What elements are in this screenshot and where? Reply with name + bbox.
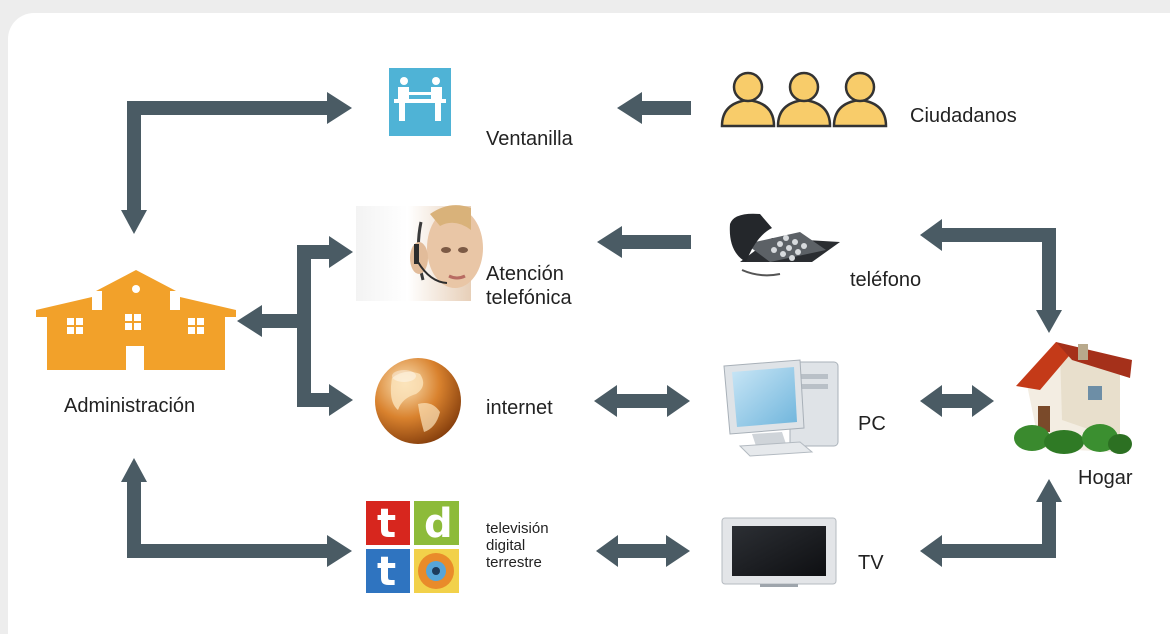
arrow-ciudadanos-ventanilla <box>617 92 691 124</box>
label-ventanilla: Ventanilla <box>486 128 573 150</box>
label-tdt-line3: terrestre <box>486 554 542 571</box>
desk-phone-icon <box>729 213 840 277</box>
tdt-letter-t2: t <box>377 549 396 595</box>
arrow-internet-pc <box>594 385 690 417</box>
arrow-pc-hogar <box>920 385 994 417</box>
label-tdt-line1: televisión <box>486 520 549 537</box>
house-icon <box>1014 342 1132 454</box>
label-ciudadanos: Ciudadanos <box>910 105 1017 127</box>
label-atencion-line1: Atención <box>486 263 564 285</box>
label-telefono: teléfono <box>850 269 922 291</box>
arrow-admin-ventanilla <box>121 92 352 234</box>
tdt-logo: t d t <box>366 501 459 595</box>
tdt-letter-d: d <box>424 501 453 547</box>
tdt-letter-t1: t <box>377 501 396 547</box>
tv-icon <box>721 517 837 587</box>
pc-icon <box>723 359 839 457</box>
arrow-telefono-atencion <box>597 226 691 258</box>
label-pc: PC <box>858 413 886 435</box>
call-center-photo <box>356 205 483 301</box>
arrow-tdt-tv <box>596 535 690 567</box>
arrow-tv-hogar <box>920 479 1062 567</box>
globe-icon <box>375 358 461 444</box>
arrow-admin-atencion-internet <box>237 236 353 416</box>
arrow-telefono-hogar <box>920 219 1062 333</box>
building-icon <box>36 270 236 370</box>
label-tv: TV <box>858 552 884 574</box>
service-counter-icon <box>389 68 451 136</box>
citizens-icon <box>720 71 888 128</box>
label-hogar: Hogar <box>1078 467 1133 489</box>
label-tdt-line2: digital <box>486 537 526 554</box>
label-administracion: Administración <box>64 395 196 417</box>
label-internet: internet <box>486 397 553 419</box>
label-atencion-line2: telefónica <box>486 287 572 309</box>
arrow-admin-tdt <box>121 458 352 567</box>
